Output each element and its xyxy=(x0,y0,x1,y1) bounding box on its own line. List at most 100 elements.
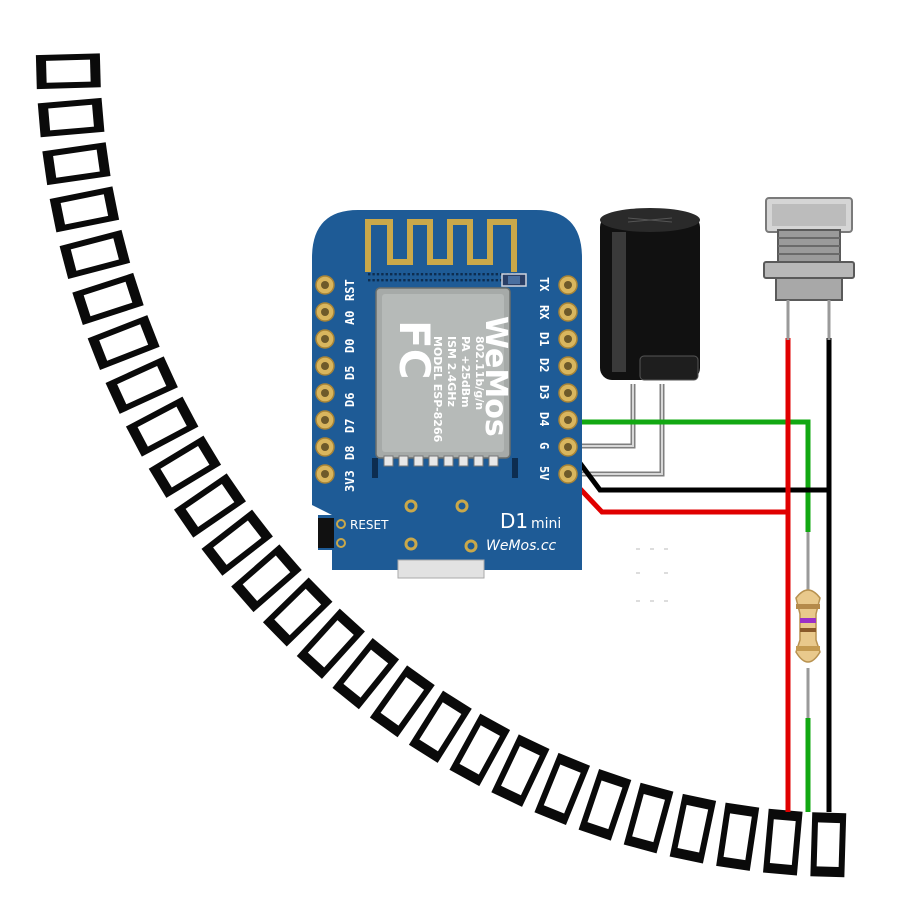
led-cell xyxy=(491,734,550,807)
pin-label-d4: D4 xyxy=(537,412,551,426)
led-cell xyxy=(201,509,273,576)
led-cell xyxy=(148,435,222,498)
electrolytic-capacitor-icon xyxy=(600,208,700,381)
led-cell xyxy=(105,356,178,414)
led xyxy=(46,59,91,83)
led xyxy=(380,676,425,726)
led-cell xyxy=(534,752,591,826)
module-line-4: 802.11b/g/n xyxy=(473,336,486,410)
led xyxy=(60,194,109,225)
pin-label-d2: D2 xyxy=(537,358,551,372)
led xyxy=(632,793,665,843)
led-cell xyxy=(125,396,199,457)
led xyxy=(213,520,262,565)
silkscreen-dots xyxy=(368,273,516,282)
led xyxy=(99,324,149,361)
left-pin-labels: RST A0 D0 D5 D6 D7 D8 3V3 xyxy=(343,279,357,492)
reset-button[interactable] xyxy=(318,518,334,548)
module-label: FC MODEL ESP-8266 ISM 2.4GHz PA +25dBm 8… xyxy=(390,316,513,443)
reset-label: RESET xyxy=(350,518,389,532)
led xyxy=(543,764,581,814)
led-strip-segments xyxy=(35,53,847,878)
pin-label-d3: D3 xyxy=(537,385,551,399)
fcc-logo: FC xyxy=(390,320,439,380)
led-cell xyxy=(408,690,472,763)
led-cell xyxy=(231,544,302,613)
wemos-d1-mini-board: FC MODEL ESP-8266 ISM 2.4GHz PA +25dBm 8… xyxy=(312,210,582,579)
led xyxy=(137,406,187,447)
led xyxy=(53,149,100,178)
led-cell xyxy=(763,808,803,876)
capacitor-leg-positive-core xyxy=(568,384,663,475)
led xyxy=(70,238,119,271)
led-cell xyxy=(49,186,120,233)
module-line-1: MODEL ESP-8266 xyxy=(431,336,444,443)
led xyxy=(677,804,709,853)
led-cell xyxy=(296,608,365,679)
led-cell xyxy=(578,769,632,841)
capacitor-leg-negative-core xyxy=(568,384,634,447)
led xyxy=(816,822,840,868)
pin-label-d7: D7 xyxy=(343,419,357,433)
dc-barrel-jack-icon xyxy=(763,197,855,340)
led xyxy=(723,813,752,861)
led xyxy=(587,780,623,830)
led-cell xyxy=(623,782,674,854)
right-pin-labels: TX RX D1 D2 D3 D4 G 5V xyxy=(537,277,551,480)
led-cell xyxy=(87,315,160,370)
resistor-icon xyxy=(795,589,821,663)
led xyxy=(117,365,167,405)
led-cell xyxy=(173,473,246,538)
led-cell xyxy=(35,53,101,90)
data-wire xyxy=(568,419,811,532)
led xyxy=(274,588,322,636)
led xyxy=(459,725,501,775)
led xyxy=(160,445,210,488)
pin-label-d8: D8 xyxy=(343,446,357,460)
led xyxy=(769,819,796,865)
pin-label-rst: RST xyxy=(343,279,357,301)
pin-label-5v: 5V xyxy=(537,466,551,480)
led xyxy=(343,649,389,698)
capacitor-leg-positive xyxy=(568,384,665,477)
pin-label-3v3: 3V3 xyxy=(343,470,357,492)
model-name: D1 xyxy=(500,509,528,533)
led-cell xyxy=(37,97,105,138)
led-cell xyxy=(810,812,847,878)
antenna-trace xyxy=(365,219,517,272)
model-suffix: mini xyxy=(531,516,561,532)
pin-label-d1: D1 xyxy=(537,332,551,346)
module-line-3: PA +25dBm xyxy=(459,336,472,408)
led xyxy=(307,620,354,668)
led xyxy=(185,483,235,528)
pin-label-g: G xyxy=(537,442,551,449)
led-cell xyxy=(369,665,435,738)
led-cell xyxy=(72,272,144,326)
led xyxy=(83,281,133,317)
led xyxy=(419,702,462,752)
power-wire xyxy=(566,474,788,515)
led-strip xyxy=(35,53,847,878)
led-cell xyxy=(262,577,333,647)
module-pads xyxy=(372,455,518,478)
led-cell xyxy=(59,229,131,280)
led xyxy=(501,746,540,796)
led-cell xyxy=(332,638,400,710)
led-cell xyxy=(716,802,760,871)
pin-label-d6: D6 xyxy=(343,393,357,407)
led xyxy=(242,555,291,602)
pin-label-tx: TX xyxy=(537,277,551,292)
pin-label-rx: RX xyxy=(537,305,551,320)
led-cell xyxy=(42,142,111,186)
wires xyxy=(565,338,832,812)
module-line-2: ISM 2.4GHz xyxy=(445,336,458,407)
pin-label-d0: D0 xyxy=(343,339,357,353)
module-brand: WeMos xyxy=(478,316,513,437)
led-cell xyxy=(669,793,717,864)
pin-label-a0: A0 xyxy=(343,311,357,325)
faint-marks xyxy=(636,548,668,602)
led-cell xyxy=(449,713,511,787)
website-label: WeMos.cc xyxy=(486,538,557,554)
usb-port xyxy=(397,559,485,579)
